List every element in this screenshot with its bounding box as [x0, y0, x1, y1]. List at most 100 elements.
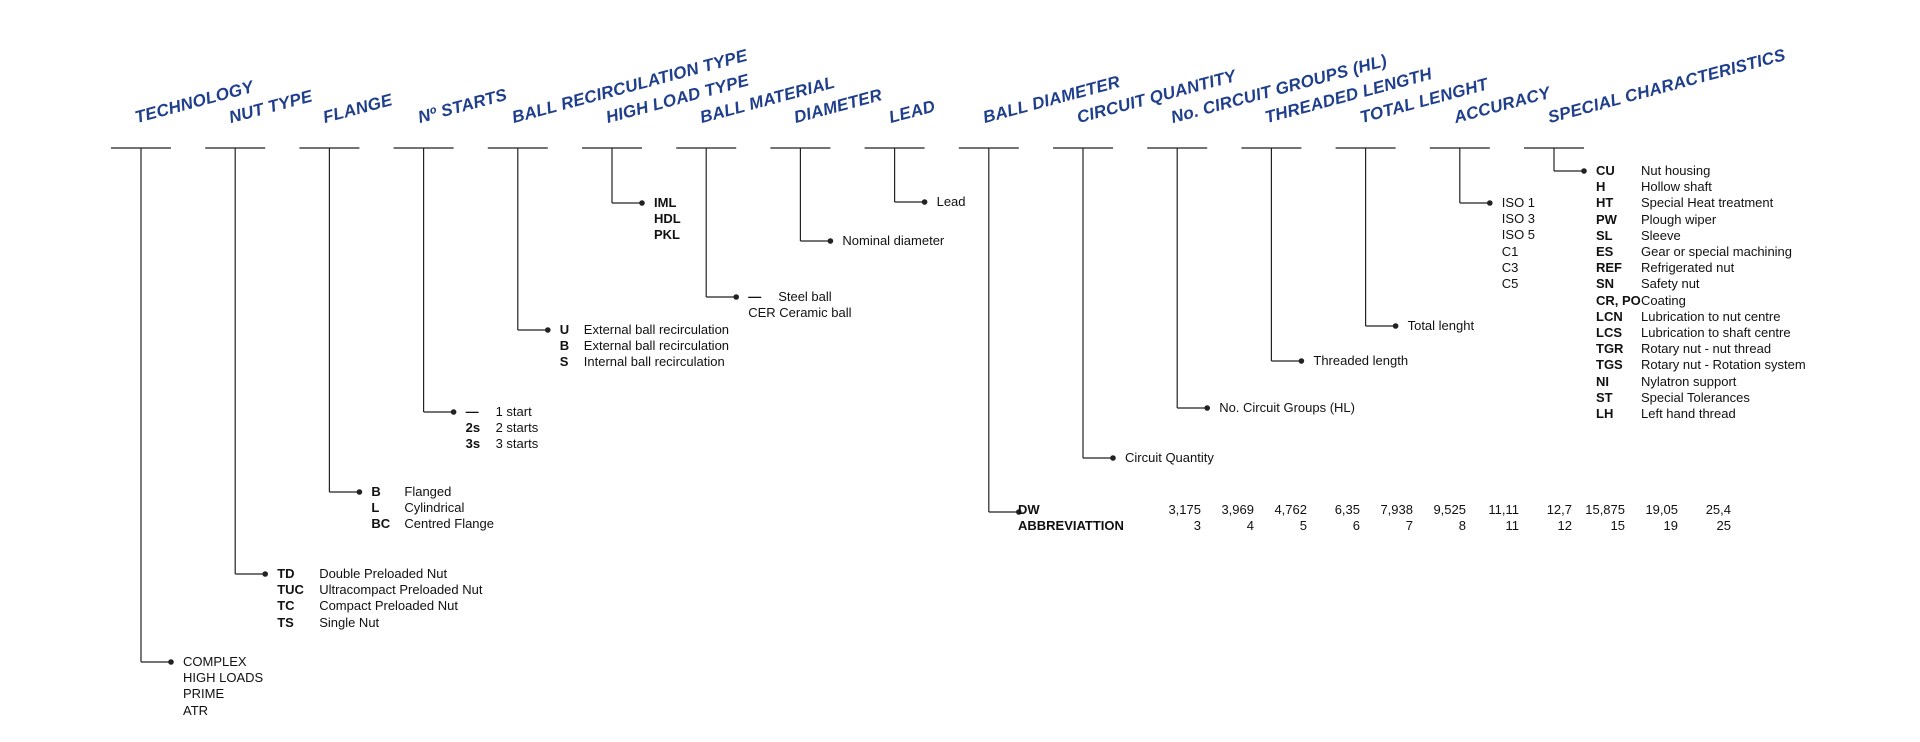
dot-flange — [356, 489, 363, 495]
option-code: NI — [1596, 373, 1609, 389]
option-label: C3 — [1501, 259, 1519, 275]
options-threaded-length: Threaded length — [1313, 353, 1408, 369]
dot-special-characteristics — [1581, 168, 1587, 174]
option-label: 2 starts — [495, 420, 539, 436]
option-label: Nominal diameter — [842, 233, 945, 248]
dw-value: 12,7 — [1546, 502, 1572, 517]
option-label: ISO 1 — [1501, 195, 1536, 210]
option-code: ES — [1596, 244, 1614, 260]
option-code: LCS — [1596, 325, 1622, 341]
option-label: Lead — [936, 194, 966, 209]
option-code: B — [371, 484, 381, 499]
option-label: Left hand thread — [1641, 406, 1736, 422]
option-label: Nut housing — [1641, 163, 1711, 178]
abbreviation-value: 7 — [1405, 518, 1413, 534]
option-label: ATR — [183, 702, 209, 718]
option-label: HIGH LOADS — [183, 670, 264, 686]
dw-value: 9,525 — [1433, 502, 1466, 517]
dot-total-length — [1392, 323, 1399, 329]
option-label: Rotary nut - Rotation system — [1641, 357, 1806, 373]
dot-accuracy — [1487, 200, 1493, 206]
option-label: Rotary nut - nut thread — [1641, 341, 1772, 357]
option-code: PW — [1596, 211, 1617, 227]
option-code: TS — [277, 614, 294, 630]
option-label: C1 — [1501, 243, 1519, 259]
option-row: Total lenght — [1408, 318, 1475, 334]
option-label: No. Circuit Groups (HL) — [1219, 400, 1355, 415]
option-row: U External ball recirculation — [560, 322, 729, 338]
option-label: Compact Preloaded Nut — [319, 598, 458, 614]
option-label: Hollow shaft — [1641, 179, 1712, 195]
option-code: HT — [1596, 195, 1614, 211]
option-label: Special Tolerances — [1641, 389, 1750, 405]
dot-ball-recirculation — [545, 327, 551, 333]
option-label: PRIME — [183, 686, 225, 702]
option-row: C1 — [1502, 244, 1535, 260]
dot-ball-material — [733, 294, 739, 300]
option-row: ISO 5 — [1502, 227, 1535, 243]
abbreviation-value: 8 — [1458, 518, 1466, 534]
option-label: 3 starts — [495, 436, 539, 452]
option-code: H — [1596, 179, 1606, 195]
option-row: PW Plough wiper — [1596, 212, 1806, 228]
option-label: Nylatron support — [1641, 373, 1737, 389]
option-label: ISO 3 — [1501, 211, 1536, 227]
option-row: Lead — [937, 194, 966, 210]
option-code: LCN — [1596, 308, 1623, 324]
dot-threaded-length — [1298, 358, 1305, 364]
dot-starts — [450, 409, 457, 415]
option-row: ES Gear or special machining — [1596, 244, 1806, 260]
dot-nut-type — [262, 571, 269, 577]
option-row: ISO 3 — [1502, 211, 1535, 227]
option-code: HDL — [654, 211, 681, 227]
option-row: C3 — [1502, 260, 1535, 276]
dot-technology — [168, 659, 174, 665]
option-code: TGS — [1596, 357, 1623, 373]
option-code: 3s — [465, 436, 481, 452]
abbreviation-value: 6 — [1352, 518, 1360, 534]
option-label: External ball recirculation — [583, 322, 730, 337]
option-row: COMPLEX — [183, 654, 263, 670]
dw-value: 7,938 — [1380, 502, 1413, 517]
option-label: Sleeve — [1641, 227, 1681, 243]
option-row: C5 — [1502, 276, 1535, 292]
option-label: 1 start — [495, 404, 532, 419]
option-label: Plough wiper — [1641, 211, 1717, 227]
option-code: IML — [654, 195, 677, 210]
abbreviation-value: 4 — [1246, 518, 1254, 534]
option-code: TC — [277, 598, 295, 614]
abbreviation-value: 11 — [1505, 518, 1520, 534]
option-label: Safety nut — [1641, 276, 1700, 292]
option-row: H Hollow shaft — [1596, 179, 1806, 195]
option-label: Double Preloaded Nut — [319, 566, 448, 581]
option-code: U — [559, 322, 570, 337]
option-row: —Steel ball — [748, 289, 851, 305]
abbreviation-value: 12 — [1557, 518, 1572, 534]
dw-value: 4,762 — [1274, 502, 1307, 517]
dot-ball-diameter — [1016, 509, 1022, 515]
option-row: PRIME — [183, 686, 263, 702]
option-label: Coating — [1641, 292, 1686, 308]
option-label: Gear or special machining — [1641, 244, 1793, 260]
option-row: ATR — [183, 703, 263, 719]
